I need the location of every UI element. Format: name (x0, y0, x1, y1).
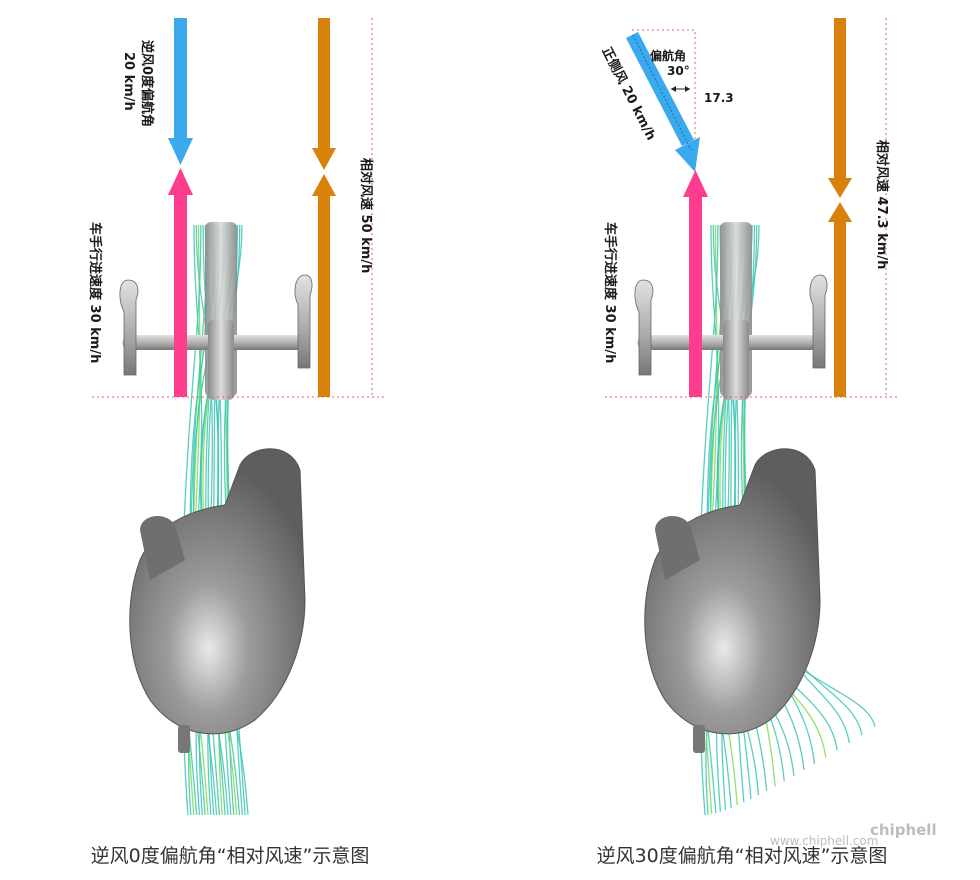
left-rider-arrow (168, 168, 193, 397)
left-rider-label: 车手行进速度 30 km/h (87, 222, 103, 363)
left-panel: 逆风0度偏航角 20 km/h 车手行进速度 30 km/h 相对风速 50 k… (87, 18, 385, 867)
yaw-angle-value: 30° (667, 64, 690, 78)
right-rider-label: 车手行进速度 30 km/h (602, 222, 618, 363)
left-headwind-arrow (168, 18, 193, 165)
left-headwind-label: 逆风0度偏航角 (139, 40, 155, 127)
yaw-angle-label: 偏航角 (650, 48, 686, 63)
right-caption: 逆风30度偏航角“相对风速”示意图 (597, 845, 888, 867)
left-relative-label: 相对风速 50 km/h (358, 158, 374, 273)
watermark: www.chiphell.com chiphell (770, 821, 937, 848)
yaw-offset-value: 17.3 (704, 91, 734, 105)
left-caption: 逆风0度偏航角“相对风速”示意图 (91, 845, 370, 867)
watermark-logo: chiphell (870, 821, 937, 839)
right-relative-label: 相对风速 47.3 km/h (874, 140, 890, 269)
left-handlebar (119, 222, 313, 400)
right-sidewind-arrow (626, 32, 700, 172)
left-rider-body (129, 448, 306, 753)
right-panel: 正侧风 20 km/h 偏航角 30° 17.3 车手行进速度 30 km/h … (597, 18, 900, 867)
right-rider-body (644, 448, 821, 753)
yaw-offset-marker (671, 86, 690, 92)
right-rider-arrow (683, 170, 708, 397)
left-headwind-speed: 20 km/h (121, 52, 136, 111)
yaw-guide-box (632, 29, 696, 168)
left-relative-arrow (312, 18, 336, 397)
watermark-site: www.chiphell.com (770, 834, 878, 848)
right-handlebar (634, 222, 828, 400)
right-relative-arrow (828, 18, 852, 397)
